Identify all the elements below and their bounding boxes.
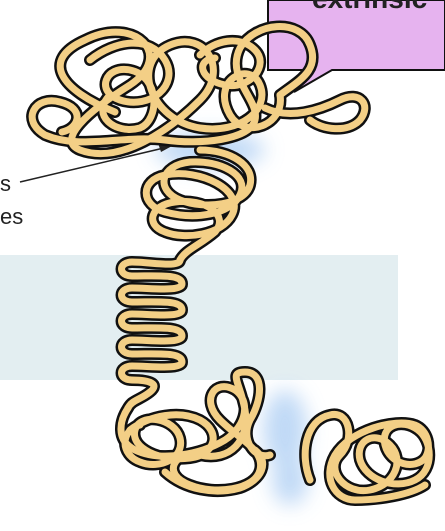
side-label-line2: es bbox=[0, 204, 23, 229]
callout-text: extrinsic bbox=[312, 0, 427, 14]
membrane-band bbox=[0, 255, 398, 380]
side-label-line1: s bbox=[0, 171, 11, 196]
